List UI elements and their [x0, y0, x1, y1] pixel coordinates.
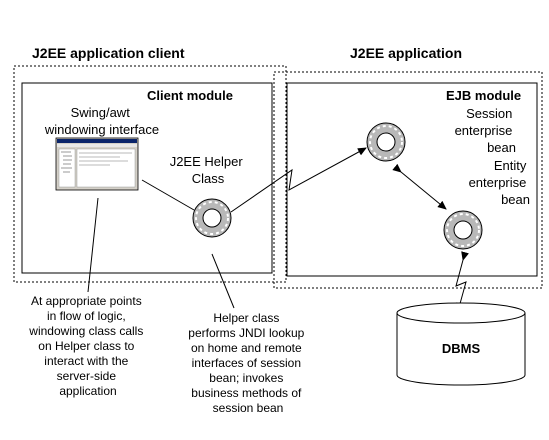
left-note-leader-line — [87, 197, 99, 293]
session-entity-arrow — [392, 163, 447, 210]
client-group-title: J2EE application client — [32, 45, 185, 61]
server-group-boundary — [273, 71, 543, 289]
ejb-module-title: EJB module — [446, 88, 521, 103]
helper-class-component-icon — [192, 198, 232, 238]
session-bean-label: Session enterprise bean — [455, 106, 516, 155]
client-module-box — [21, 82, 273, 274]
right-annotation: Helper class performs JNDI lookup on hom… — [188, 311, 307, 415]
swing-to-helper-line — [141, 179, 195, 211]
session-bean-component-icon — [366, 122, 406, 162]
swing-label: Swing/awt windowing interface — [44, 105, 159, 137]
client-module-title: Client module — [147, 88, 233, 103]
helper-to-session-arrow — [230, 147, 367, 213]
entity-bean-label: Entity enterprise bean — [469, 158, 530, 207]
window-thumbnail-icon — [55, 137, 139, 191]
left-annotation: At appropriate points in flow of logic, … — [28, 294, 146, 398]
ejb-module-box — [286, 82, 538, 277]
entity-bean-component-icon — [443, 210, 483, 250]
helper-label: J2EE Helper Class — [170, 154, 247, 186]
dbms-cylinder-icon — [396, 302, 526, 386]
entity-dbms-arrow — [455, 251, 469, 312]
right-note-leader-line — [211, 253, 235, 309]
dbms-label: DBMS — [442, 341, 481, 356]
server-group-title: J2EE application — [350, 45, 462, 61]
